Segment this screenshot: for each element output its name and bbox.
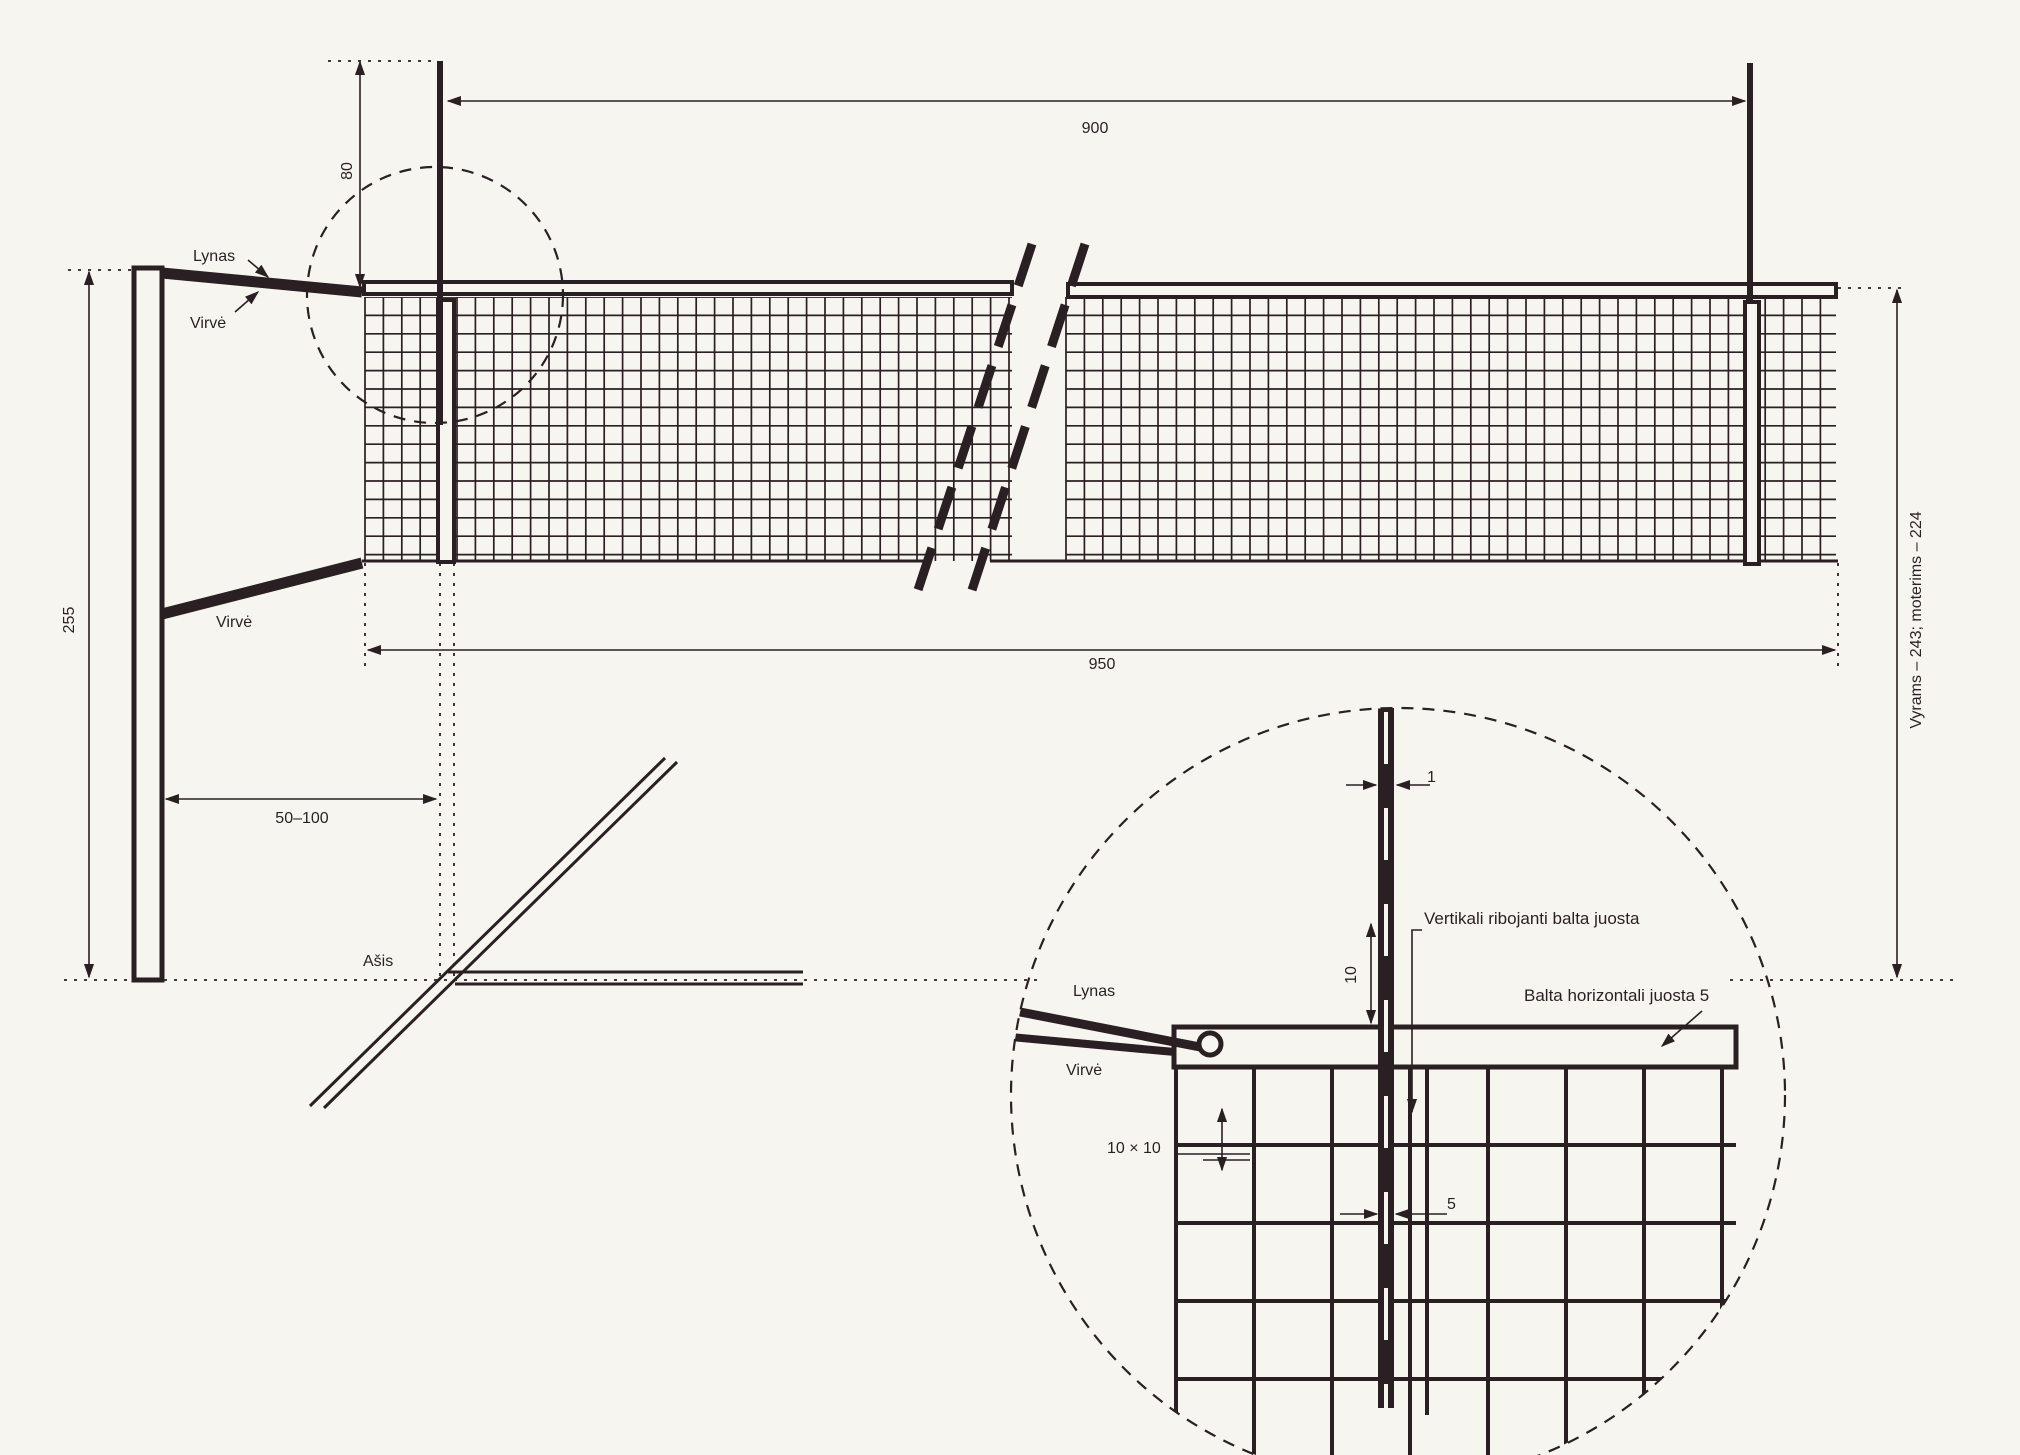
side-band-right: [1743, 300, 1761, 566]
detail-cable-label: Lynas: [1073, 983, 1115, 1000]
detail-mesh-label: 10 × 10: [1107, 1140, 1161, 1157]
horizontal-band-leader: [1660, 1010, 1703, 1047]
detail-callout-circle: [305, 165, 565, 425]
detail-antenna: [1378, 708, 1394, 1408]
dimension-900-label: 900: [1082, 120, 1109, 137]
net-mesh-left: [364, 297, 1012, 561]
detail-circle-outline: [1010, 707, 1786, 1455]
cable-label: Lynas: [193, 248, 235, 265]
rope-label-bottom: Virvė: [216, 614, 252, 631]
vertical-band-leader: [1406, 929, 1422, 1114]
detail-cable-eyelet: [1196, 1030, 1224, 1058]
detail-dim-1-label: 1: [1427, 769, 1436, 786]
dimension-net-height-label: Vyrams – 243; moterims – 224: [1908, 511, 1925, 728]
detail-cable: [1011, 1005, 1201, 1052]
vertical-band-label: Vertikali ribojanti balta juosta: [1424, 909, 1640, 928]
net-mesh-right: [1065, 297, 1836, 561]
dimension-80-label: 80: [339, 162, 356, 180]
dimension-255-label: 255: [61, 607, 78, 634]
horizontal-band-label: Balta horizontali juosta 5: [1524, 986, 1709, 1005]
detail-magnified-view: 1 10 5 10 × 10 Vertikali ribojanti balta…: [1010, 707, 1786, 1455]
cable-leader: [247, 259, 270, 278]
net-post: [131, 265, 165, 983]
detail-top-band: [1171, 1024, 1739, 1070]
detail-rope-label: Virvė: [1066, 1062, 1102, 1079]
detail-dim-5-label: 5: [1447, 1196, 1456, 1213]
detail-net-mesh: [1174, 1065, 1736, 1455]
net-top-band: [362, 280, 1838, 299]
axis-label: Ašis: [363, 953, 393, 970]
steel-cable: [161, 267, 363, 298]
bottom-rope: [160, 557, 364, 620]
detail-rope: [1011, 1033, 1176, 1056]
dimension-950-label: 950: [1089, 656, 1116, 673]
court-lines: [308, 756, 803, 1110]
rope-top-leader: [234, 291, 260, 313]
dimension-offset-label: 50–100: [275, 810, 328, 827]
detail-dim-10-label: 10: [1343, 966, 1360, 984]
rope-label-top: Virvė: [190, 315, 226, 332]
